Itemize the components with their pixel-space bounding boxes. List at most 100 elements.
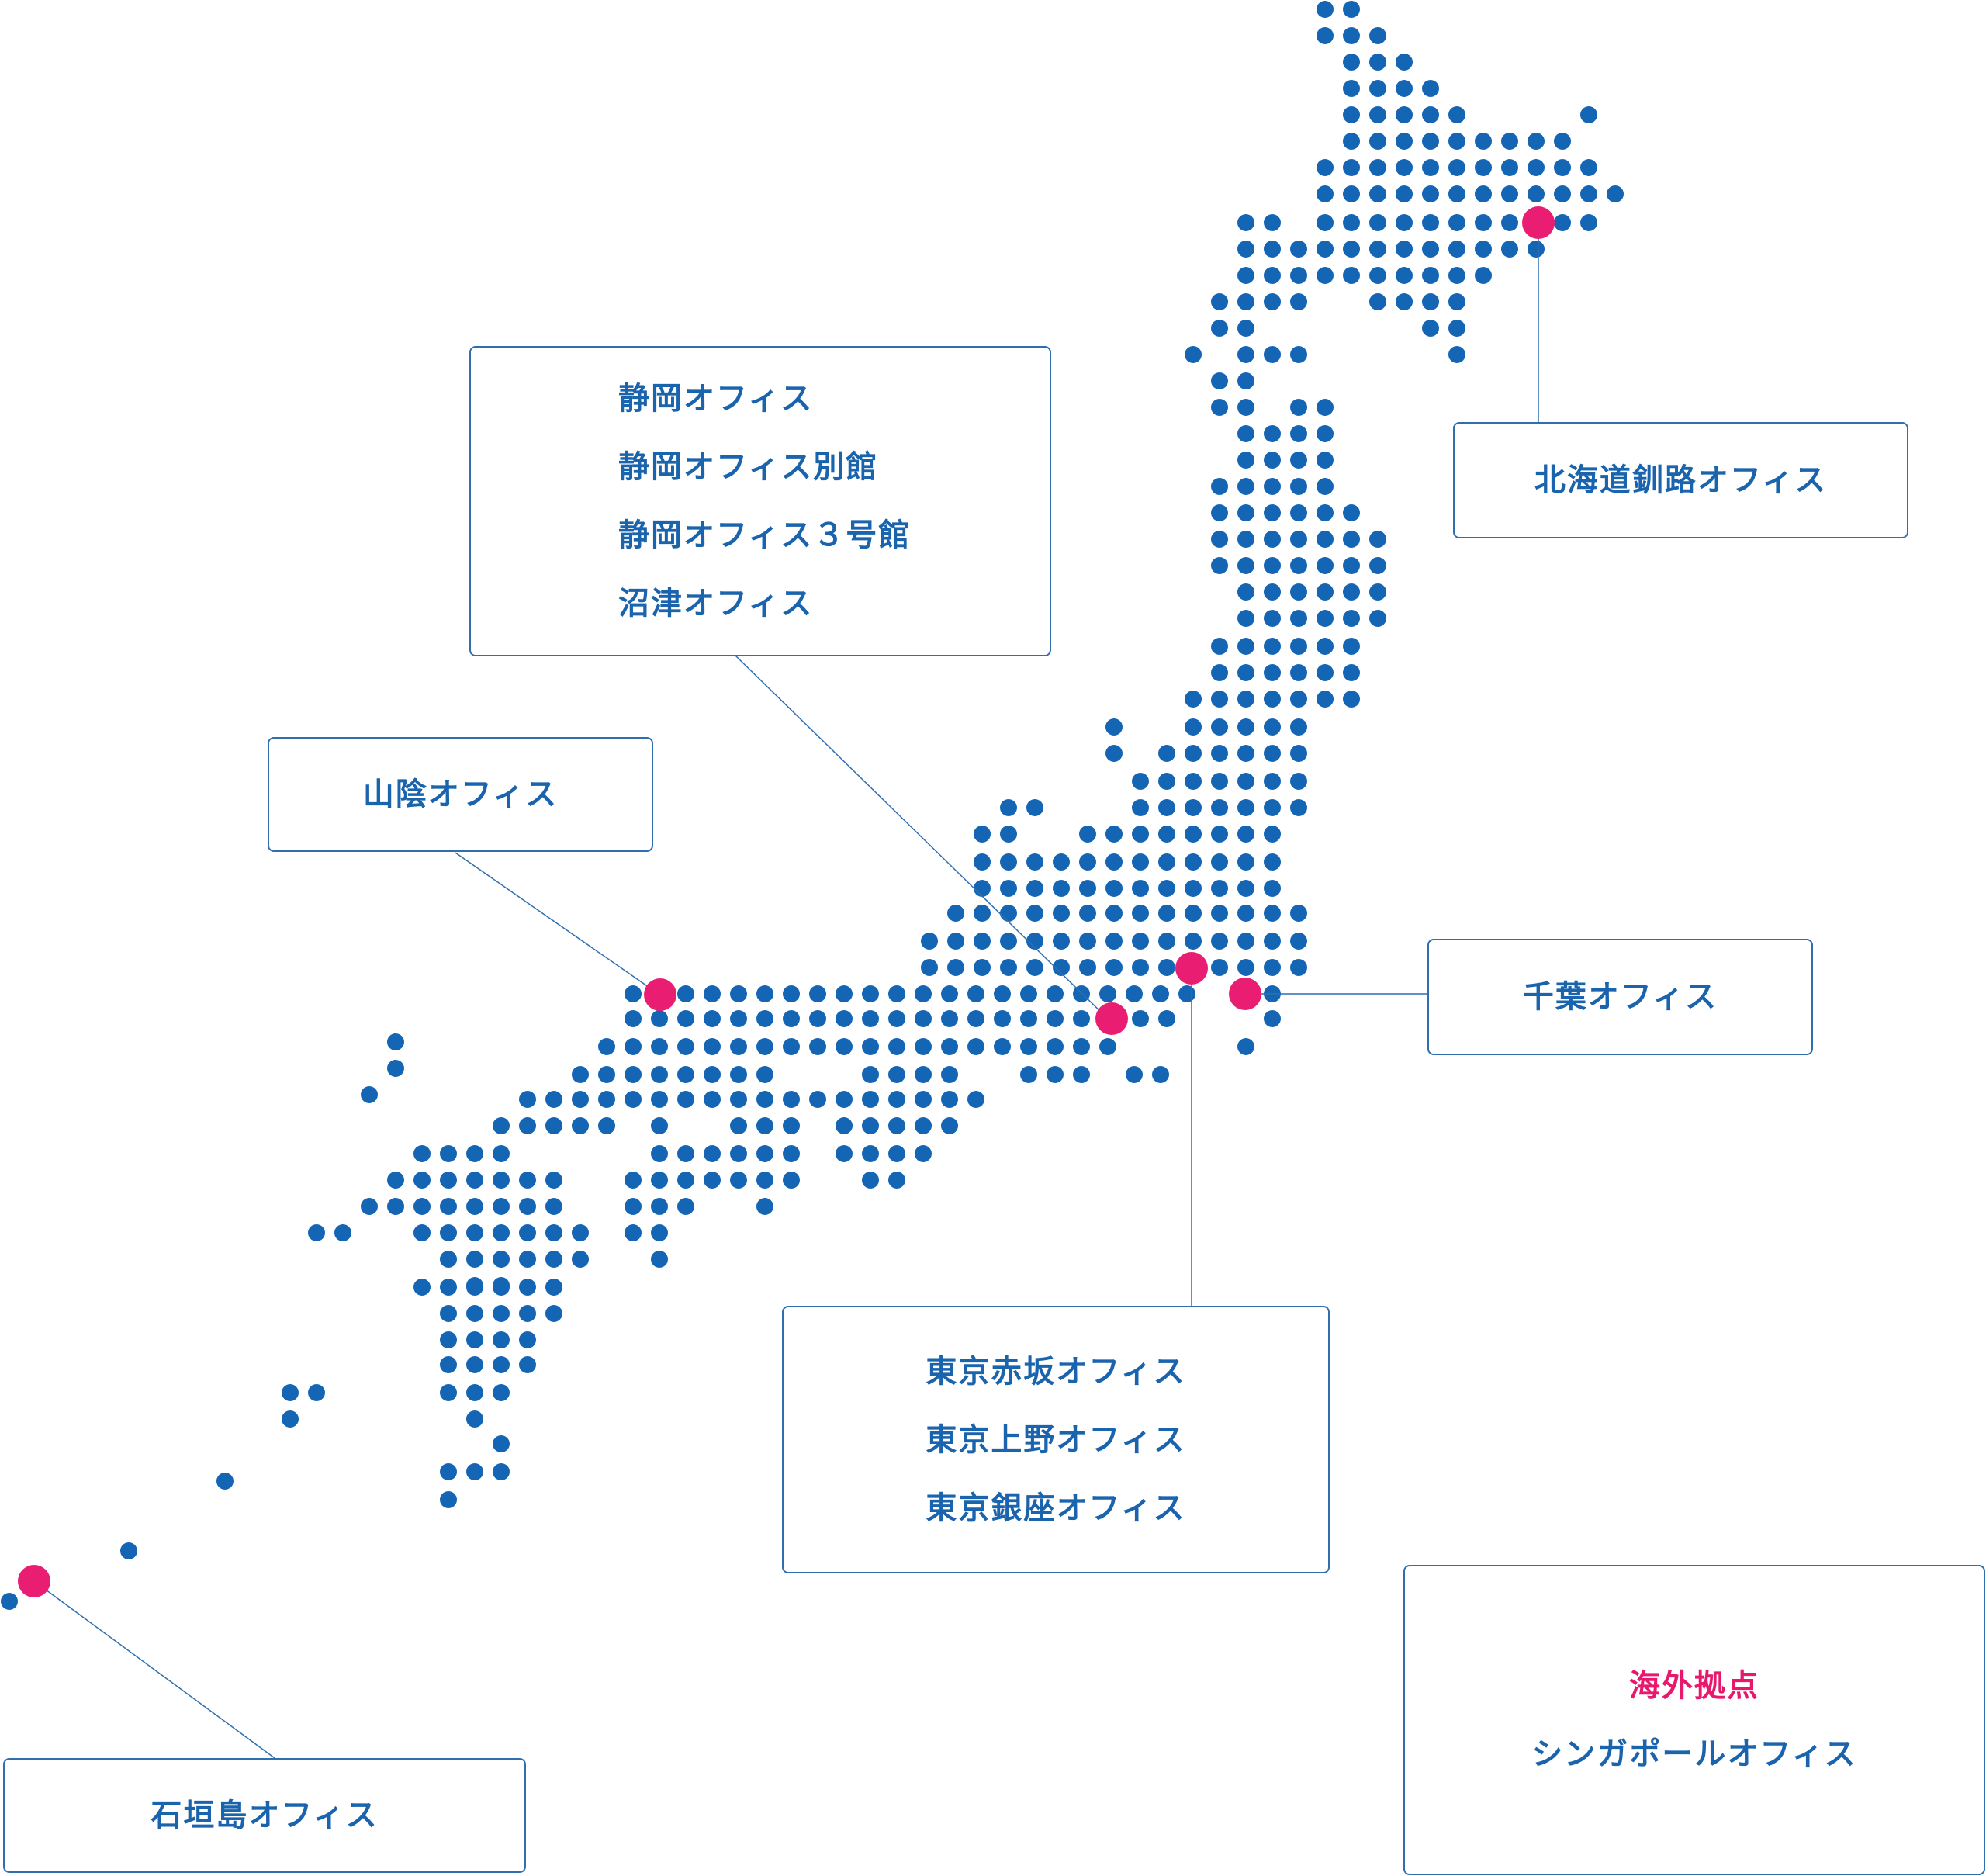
office-label[interactable]: 東京銀座オフィス xyxy=(926,1490,1186,1526)
hokkaido-office-box: 北海道釧路オフィス xyxy=(1453,422,1908,538)
map-dot xyxy=(888,1038,905,1055)
office-label[interactable]: 山陰オフィス xyxy=(362,777,559,812)
map-dot xyxy=(1343,54,1360,71)
map-dot xyxy=(651,1066,668,1083)
map-dot xyxy=(1343,159,1360,176)
map-dot xyxy=(545,1305,562,1322)
map-dot xyxy=(1475,185,1492,202)
map-dot xyxy=(1185,745,1202,762)
map-dot xyxy=(677,1172,694,1189)
map-dot xyxy=(915,1117,932,1134)
office-label[interactable]: 千葉オフィス xyxy=(1522,979,1718,1015)
map-dot xyxy=(1126,985,1143,1002)
map-dot xyxy=(1237,664,1254,681)
map-dot xyxy=(888,1145,905,1162)
map-dot xyxy=(651,1145,668,1162)
map-dot xyxy=(598,1091,615,1108)
map-dot xyxy=(1237,214,1254,231)
map-dot xyxy=(862,1145,879,1162)
map-dot xyxy=(1290,959,1307,976)
office-label[interactable]: 東京上野オフィス xyxy=(926,1421,1186,1458)
map-dot xyxy=(1105,745,1123,762)
map-dot xyxy=(1422,293,1439,310)
map-dot xyxy=(1000,853,1017,871)
map-dot xyxy=(888,1010,905,1027)
map-dot xyxy=(941,1091,958,1108)
map-dot xyxy=(704,1010,721,1027)
map-dot xyxy=(1132,799,1149,816)
map-dot xyxy=(730,1091,747,1108)
map-dot xyxy=(1211,959,1228,976)
map-dot xyxy=(572,1251,589,1268)
office-label[interactable]: 北海道釧路オフィス xyxy=(1534,462,1828,498)
map-dot xyxy=(466,1384,483,1401)
map-dot xyxy=(921,933,938,950)
office-label[interactable]: 沼津オフィス xyxy=(618,586,814,621)
map-dot xyxy=(545,1198,562,1215)
map-dot xyxy=(704,1145,721,1162)
office-label[interactable]: 静岡オフィス３号館 xyxy=(618,517,912,553)
map-dot xyxy=(1026,853,1043,871)
map-dot xyxy=(1290,583,1307,601)
office-marker-ishigaki[interactable] xyxy=(18,1565,50,1597)
office-label[interactable]: 石垣島オフィス xyxy=(151,1798,379,1833)
map-dot xyxy=(1528,159,1545,176)
map-dot xyxy=(1422,185,1439,202)
map-dot xyxy=(519,1356,536,1373)
office-label[interactable]: 静岡オフィス別館 xyxy=(618,449,879,485)
map-dot xyxy=(704,985,721,1002)
map-dot xyxy=(1105,959,1123,976)
map-dot xyxy=(625,1198,642,1215)
map-dot xyxy=(1290,267,1307,284)
map-dot xyxy=(1000,880,1017,897)
map-dot xyxy=(1554,133,1571,150)
map-dot xyxy=(1317,399,1334,416)
map-dot xyxy=(1422,267,1439,284)
map-dot xyxy=(493,1331,510,1348)
office-marker-tokyo[interactable] xyxy=(1175,952,1208,985)
map-dot xyxy=(1237,933,1254,950)
map-dot xyxy=(1290,799,1307,816)
map-dot xyxy=(730,1038,747,1055)
map-dot xyxy=(1501,185,1518,202)
map-dot xyxy=(1528,185,1545,202)
map-dot xyxy=(1237,241,1254,258)
map-dot xyxy=(625,1038,642,1055)
map-dot xyxy=(572,1066,589,1083)
office-label[interactable]: 東京赤坂オフィス xyxy=(926,1353,1186,1390)
map-dot xyxy=(1132,826,1149,843)
map-dot xyxy=(1475,267,1492,284)
map-dot xyxy=(466,1172,483,1189)
map-dot xyxy=(730,1145,747,1162)
map-dot xyxy=(440,1331,457,1348)
map-dot xyxy=(1158,773,1175,790)
map-dot xyxy=(1000,933,1017,950)
office-marker-chiba[interactable] xyxy=(1229,978,1261,1010)
map-dot xyxy=(519,1091,536,1108)
map-dot xyxy=(1237,583,1254,601)
office-marker-sanin[interactable] xyxy=(644,978,676,1011)
map-dot xyxy=(677,1198,694,1215)
office-label[interactable]: 静岡オフィス xyxy=(618,381,814,417)
map-dot xyxy=(282,1410,299,1428)
office-label[interactable]: シンガポールオフィス xyxy=(1531,1736,1857,1772)
map-dot xyxy=(1343,185,1360,202)
map-dot xyxy=(941,985,958,1002)
map-dot xyxy=(1290,293,1307,310)
office-marker-shizuoka[interactable] xyxy=(1095,1002,1128,1035)
map-dot xyxy=(1264,583,1281,601)
map-dot xyxy=(466,1277,483,1294)
map-dot xyxy=(1132,933,1149,950)
map-dot xyxy=(1290,425,1307,442)
map-dot xyxy=(1237,853,1254,871)
office-marker-hokkaido[interactable] xyxy=(1522,206,1555,239)
map-dot xyxy=(1422,320,1439,337)
map-dot xyxy=(1264,478,1281,495)
map-dot xyxy=(1264,346,1281,363)
overseas-offices-box: 海外拠点 シンガポールオフィス xyxy=(1403,1565,1985,1875)
map-dot xyxy=(519,1198,536,1215)
map-dot xyxy=(598,1117,615,1134)
map-dot xyxy=(1264,773,1281,790)
map-dot xyxy=(440,1224,457,1241)
map-dot xyxy=(756,1117,773,1134)
